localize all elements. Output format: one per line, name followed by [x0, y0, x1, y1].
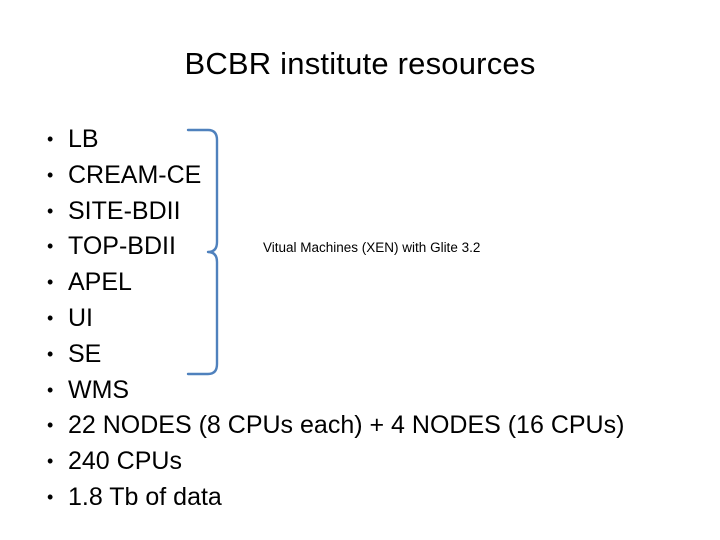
- list-item: 22 NODES (8 CPUs each) + 4 NODES (16 CPU…: [40, 408, 680, 444]
- list-item: APEL: [40, 265, 680, 301]
- list-item: TOP-BDII: [40, 229, 680, 265]
- bullet-list: LB CREAM-CE SITE-BDII TOP-BDII APEL UI S…: [40, 122, 680, 516]
- annotation-label: Vitual Machines (XEN) with Glite 3.2: [263, 240, 481, 255]
- list-item: WMS: [40, 373, 680, 409]
- page-title: BCBR institute resources: [184, 46, 536, 81]
- list-item: 240 CPUs: [40, 444, 680, 480]
- list-item: SE: [40, 337, 680, 373]
- list-item: LB: [40, 122, 680, 158]
- list-item: 1.8 Tb of data: [40, 480, 680, 516]
- list-item: UI: [40, 301, 680, 337]
- list-item: CREAM-CE: [40, 158, 680, 194]
- list-item: SITE-BDII: [40, 194, 680, 230]
